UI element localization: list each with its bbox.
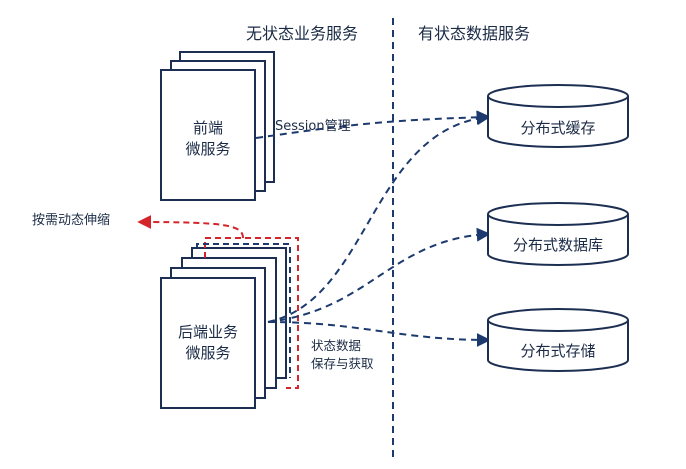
scaling-bracket <box>137 215 299 389</box>
database-cylinder <box>487 202 629 266</box>
frontend-service-stack <box>160 51 275 201</box>
state-data-label-line1: 状态数据 <box>311 338 362 353</box>
frontend-label: 前端 微服务 <box>161 118 255 160</box>
state-data-label: 状态数据 保存与获取 <box>311 337 374 373</box>
backend-label-line2: 微服务 <box>185 344 231 362</box>
backend-to-storage-arrow <box>267 321 491 347</box>
backend-label-line1: 后端业务 <box>177 323 238 341</box>
state-data-label-line2: 保存与获取 <box>311 356 374 371</box>
scaling-label: 按需动态伸缩 <box>32 213 111 228</box>
frontend-label-line2: 微服务 <box>185 140 231 158</box>
cache-cylinder <box>487 84 629 148</box>
session-arrow <box>255 110 491 139</box>
backend-to-database-arrow <box>267 227 491 323</box>
backend-label: 后端业务 微服务 <box>161 322 255 364</box>
backend-service-stack <box>160 247 287 409</box>
stateful-header: 有状态数据服务 <box>418 24 531 43</box>
session-label: Session管理 <box>275 119 351 134</box>
storage-label: 分布式存储 <box>520 342 596 360</box>
storage-cylinder <box>487 308 629 372</box>
stateless-header: 无状态业务服务 <box>246 24 359 43</box>
backend-to-cache-arrow <box>267 111 491 323</box>
cache-label: 分布式缓存 <box>520 119 596 137</box>
database-label: 分布式数据库 <box>512 236 603 254</box>
frontend-label-line1: 前端 <box>192 119 223 137</box>
